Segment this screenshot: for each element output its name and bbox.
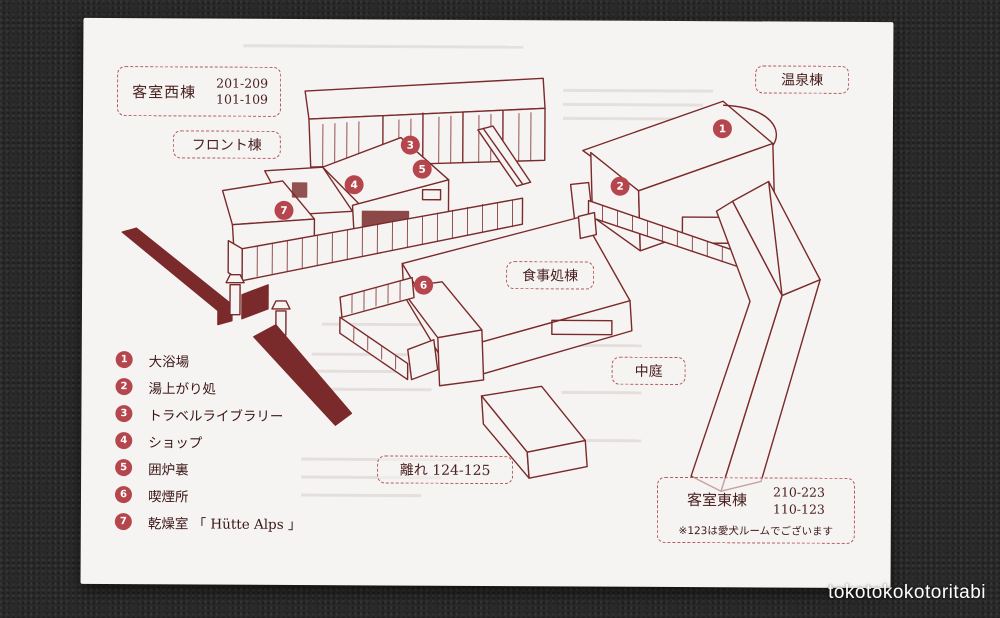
legend-number: 5 bbox=[115, 459, 133, 477]
entrance-fences bbox=[121, 227, 353, 426]
legend-number: 7 bbox=[114, 513, 132, 531]
legend-item: 7 乾燥室 「 Hütte Alps 」 bbox=[114, 508, 302, 536]
east-wing-row: 客室東棟 210-223 110-123 bbox=[687, 483, 825, 518]
map-marker-6: 6 bbox=[414, 275, 434, 295]
legend-number: 2 bbox=[115, 378, 133, 396]
legend-item: 5 囲炉裏 bbox=[115, 454, 302, 482]
legend-item: 1 大浴場 bbox=[115, 346, 303, 374]
dining-name: 食事処棟 bbox=[522, 268, 579, 285]
legend-label: 乾燥室 「 Hütte Alps 」 bbox=[147, 515, 302, 533]
label-hot-spring: 温泉棟 bbox=[755, 65, 850, 94]
east-wing-rooms-line2: 110-123 bbox=[772, 501, 825, 517]
map-marker-7: 7 bbox=[274, 200, 294, 220]
east-wing-building bbox=[690, 180, 821, 492]
map-marker-4: 4 bbox=[344, 175, 364, 195]
label-east-wing: 客室東棟 210-223 110-123 ※123は愛犬ルームでございます bbox=[656, 476, 856, 544]
east-wing-rooms-line1: 210-223 bbox=[773, 484, 826, 500]
label-west-wing: 客室西棟 201-209 101-109 bbox=[116, 66, 282, 117]
legend-label: 湯上がり処 bbox=[148, 380, 217, 398]
east-wing-name: 客室東棟 bbox=[686, 491, 748, 510]
west-wing-rooms: 201-209 101-109 bbox=[216, 76, 268, 108]
annex-building bbox=[480, 385, 588, 479]
legend-item: 6 喫煙所 bbox=[114, 481, 302, 509]
map-marker-3: 3 bbox=[400, 135, 420, 155]
map-marker-1: 1 bbox=[712, 119, 732, 139]
legend-item: 4 ショップ bbox=[115, 427, 302, 455]
label-front: フロント棟 bbox=[172, 130, 281, 159]
front-name: フロント棟 bbox=[191, 137, 262, 154]
map-marker-5: 5 bbox=[412, 159, 432, 179]
legend-number: 4 bbox=[115, 432, 133, 450]
east-wing-note: ※123は愛犬ルームでございます bbox=[678, 524, 834, 538]
legend-label: 喫煙所 bbox=[147, 488, 189, 505]
legend-label: 囲炉裏 bbox=[148, 461, 189, 478]
legend-label: トラベルライブラリー bbox=[148, 407, 284, 425]
legend-label: ショップ bbox=[148, 434, 203, 452]
west-wing-rooms-line2: 101-109 bbox=[216, 91, 269, 107]
label-dining: 食事処棟 bbox=[506, 261, 595, 290]
courtyard-name: 中庭 bbox=[634, 363, 663, 380]
legend-number: 1 bbox=[115, 351, 133, 369]
watermark: tokotokokotoritabi bbox=[828, 582, 986, 603]
map-marker-2: 2 bbox=[610, 176, 630, 196]
annex-name: 離れ 124-125 bbox=[399, 462, 491, 480]
front-building bbox=[221, 136, 524, 282]
legend-number: 3 bbox=[115, 405, 133, 423]
hot-spring-name: 温泉棟 bbox=[781, 72, 824, 89]
legend-item: 2 湯上がり処 bbox=[115, 373, 302, 401]
corridor-hot-spring bbox=[569, 181, 747, 271]
east-wing-rooms: 210-223 110-123 bbox=[773, 483, 825, 517]
legend-number: 6 bbox=[114, 486, 133, 504]
map-card: 客室西棟 201-209 101-109 フロント棟 温泉棟 食事処棟 中庭 離… bbox=[80, 17, 894, 589]
west-wing-name: 客室西棟 bbox=[132, 82, 197, 101]
legend-label: 大浴場 bbox=[148, 353, 190, 370]
label-annex: 離れ 124-125 bbox=[377, 455, 514, 485]
label-courtyard: 中庭 bbox=[611, 356, 686, 386]
legend-item: 3 トラベルライブラリー bbox=[115, 400, 302, 428]
west-wing-rooms-line1: 201-209 bbox=[216, 75, 269, 91]
facility-legend: 1 大浴場 2 湯上がり処 3 トラベルライブラリー 4 ショップ 5 囲炉裏 … bbox=[114, 346, 303, 536]
